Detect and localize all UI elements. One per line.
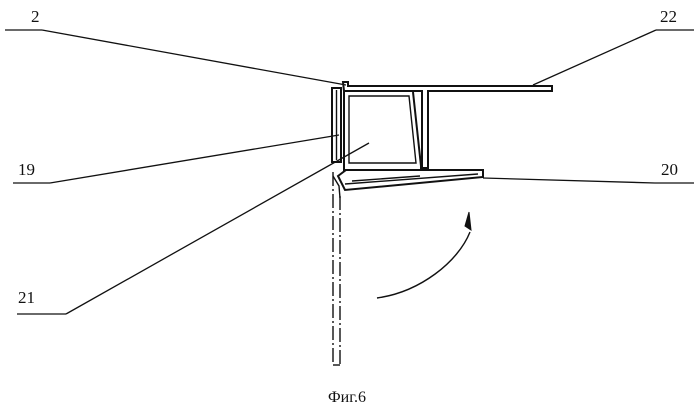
leader-line-21 bbox=[66, 143, 369, 314]
rotation-arrow-arc bbox=[377, 232, 470, 298]
reference-20: 20 bbox=[483, 160, 694, 183]
rotation-arrow-head bbox=[465, 212, 471, 230]
leader-line-22 bbox=[533, 30, 656, 85]
part-20-flap bbox=[338, 170, 483, 190]
label-20: 20 bbox=[661, 160, 678, 179]
part-19-strip bbox=[332, 88, 341, 162]
label-19: 19 bbox=[18, 160, 35, 179]
reference-2: 2 bbox=[5, 7, 346, 85]
hanging-leaf bbox=[333, 172, 340, 365]
leader-line-19 bbox=[50, 135, 339, 183]
label-21: 21 bbox=[18, 288, 35, 307]
reference-19: 19 bbox=[13, 135, 339, 183]
top-plate-outline bbox=[343, 82, 552, 168]
reference-22: 22 bbox=[533, 7, 694, 85]
label-2: 2 bbox=[31, 7, 40, 26]
part-21-box-profile bbox=[344, 91, 421, 170]
leader-line-20 bbox=[483, 178, 655, 183]
leader-line-2 bbox=[42, 30, 346, 85]
label-22: 22 bbox=[660, 7, 677, 26]
box-inner-outline bbox=[349, 96, 416, 163]
rotation-arrow bbox=[377, 212, 471, 298]
part-22-top-plate bbox=[343, 82, 552, 168]
reference-21: 21 bbox=[17, 143, 369, 314]
figure-caption: Фиг.6 bbox=[328, 389, 366, 406]
